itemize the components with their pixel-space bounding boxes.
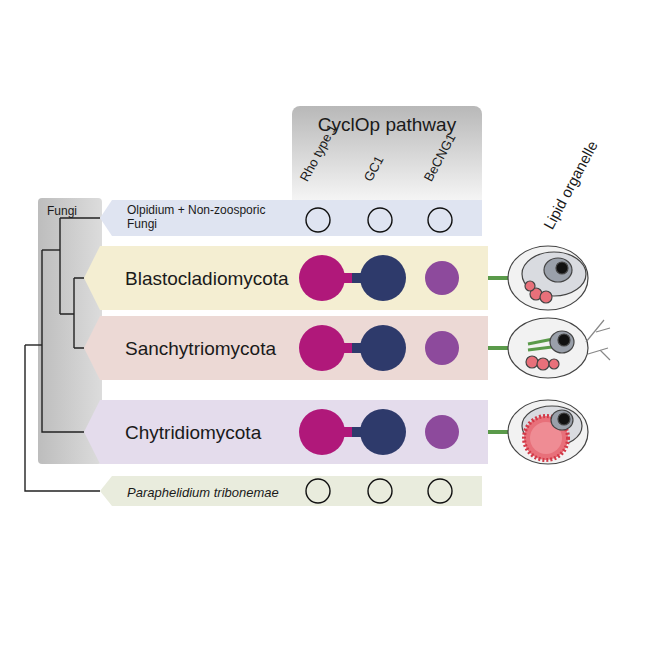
clade-band: Olpidium + Non-zoosporic Fungi [124,202,282,234]
structure-label: Lipid organelle [540,138,601,232]
node-text: Fungi [47,204,80,218]
clade-band: Paraphelidium tribonemae [124,483,284,502]
clade-band: Chytridiomycota [122,420,267,446]
node-text: Paraphelidium tribonemae [127,485,281,500]
clade-panel: Fungi [44,202,83,220]
clade-band: Blastocladiomycota [122,266,294,292]
node-text: Sanchytriomycota [125,338,279,360]
node-text: Blastocladiomycota [125,268,291,290]
node-text: Olpidium + Non-zoosporic Fungi [127,204,277,232]
node-text: Chytridiomycota [125,422,264,444]
clade-band: Sanchytriomycota [122,336,282,362]
